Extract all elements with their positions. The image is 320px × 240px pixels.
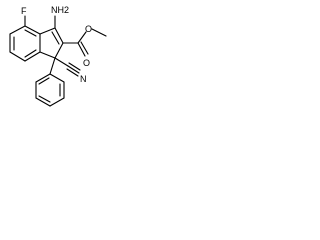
amino-label-text: NH2 bbox=[51, 5, 69, 15]
carbonyl-oxygen-label: O bbox=[83, 58, 90, 68]
bond-c1-phenyl bbox=[49, 57, 56, 75]
bond-cn-triple-2 bbox=[68, 62, 81, 71]
ester-oxygen-label: O bbox=[85, 24, 92, 34]
bond-c7-c7a-inner bbox=[24, 49, 37, 58]
bond-c1-c7a bbox=[39, 51, 56, 59]
bond-carbonyl-o bbox=[77, 42, 86, 57]
bond-carbonyl-o-double bbox=[80, 41, 89, 55]
bond-c3-c2 bbox=[54, 27, 64, 44]
bond-c7-c7a bbox=[24, 51, 41, 62]
bond-c3a-c3 bbox=[39, 27, 56, 35]
bond-ph-6 bbox=[49, 73, 65, 83]
bond-c6-c7 bbox=[9, 51, 26, 62]
bond-c4-c5 bbox=[9, 25, 26, 35]
nitrile-group: N bbox=[54, 57, 87, 84]
molecule-structure: F NH2 O O N bbox=[9, 5, 107, 107]
benzo-ring bbox=[9, 25, 41, 62]
cyclopentene-ring bbox=[39, 27, 64, 59]
bond-cn-triple-3 bbox=[66, 68, 79, 77]
bond-c1-cn bbox=[54, 57, 69, 67]
bond-ph-1-inner bbox=[38, 77, 50, 85]
bond-cn-triple-1 bbox=[67, 65, 80, 74]
phenyl-ring bbox=[35, 57, 65, 107]
bond-ph-4 bbox=[49, 97, 65, 107]
bond-c3-c2-double bbox=[51, 31, 60, 45]
methyl-ester: O O bbox=[62, 24, 107, 68]
amino-label: NH2 bbox=[51, 5, 69, 15]
bond-oester-methyl bbox=[91, 28, 107, 37]
fluoro-label: F bbox=[21, 6, 27, 16]
nitrile-nitrogen-label: N bbox=[80, 74, 87, 84]
bond-ph-3 bbox=[35, 97, 51, 107]
bond-c3a-c4 bbox=[24, 25, 41, 35]
bond-c2-c1 bbox=[54, 42, 64, 59]
bond-ph-3-inner bbox=[38, 95, 51, 103]
bond-ph-1 bbox=[35, 73, 51, 83]
bond-c3a-c4-inner bbox=[24, 29, 37, 37]
bond-carbonyl-oester bbox=[77, 31, 87, 44]
